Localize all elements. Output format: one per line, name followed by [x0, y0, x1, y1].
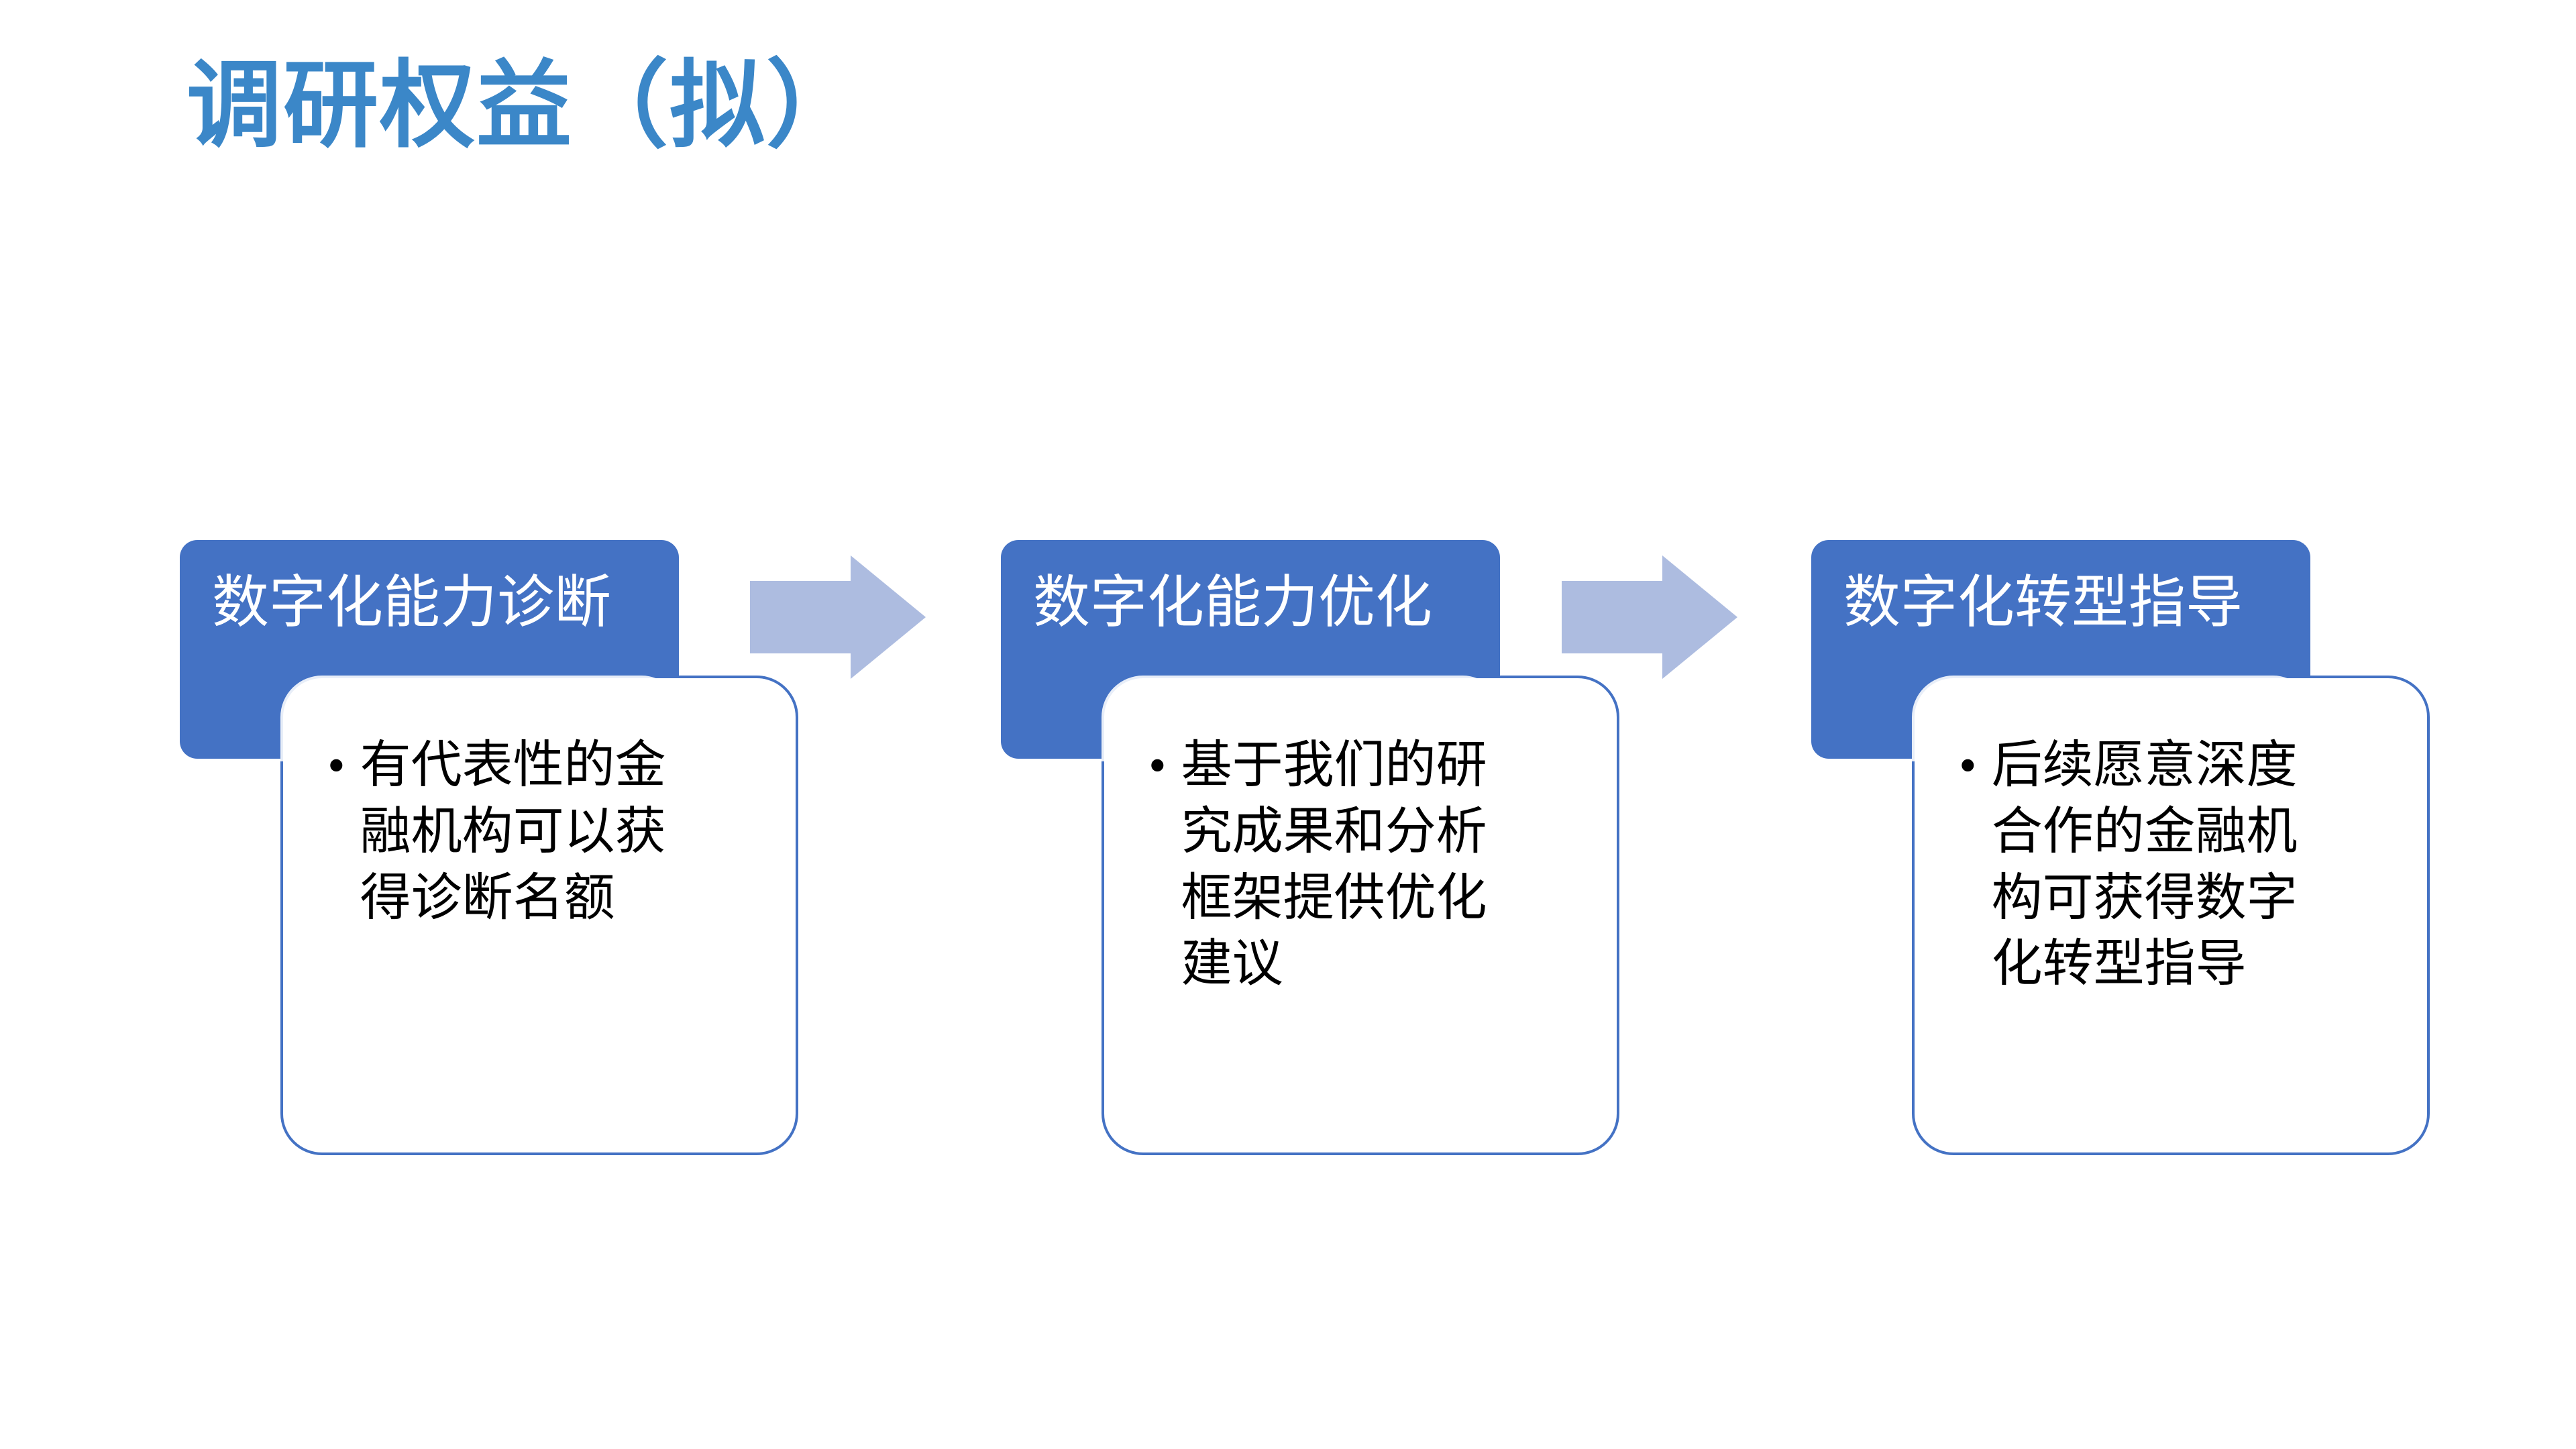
right-arrow-icon — [1562, 555, 1737, 679]
stage-card-tint-1 — [280, 676, 683, 761]
stage-header-label-2: 数字化能力优化 — [1033, 572, 1433, 635]
page-title: 调研权益（拟） — [186, 52, 863, 159]
stage-card-1[interactable] — [280, 676, 798, 1155]
stage-header-label-1: 数字化能力诊断 — [212, 572, 612, 635]
stage-card-tint-3 — [1912, 676, 2314, 761]
stage-card-tint-2 — [1102, 676, 1504, 761]
arrow-stage1-to-stage2 — [750, 555, 926, 679]
right-arrow-icon — [750, 555, 926, 679]
stage-card-3[interactable] — [1912, 676, 2430, 1155]
stage-card-2[interactable] — [1102, 676, 1619, 1155]
stage-header-label-3: 数字化转型指导 — [1843, 572, 2243, 635]
arrow-stage2-to-stage3 — [1562, 555, 1737, 679]
